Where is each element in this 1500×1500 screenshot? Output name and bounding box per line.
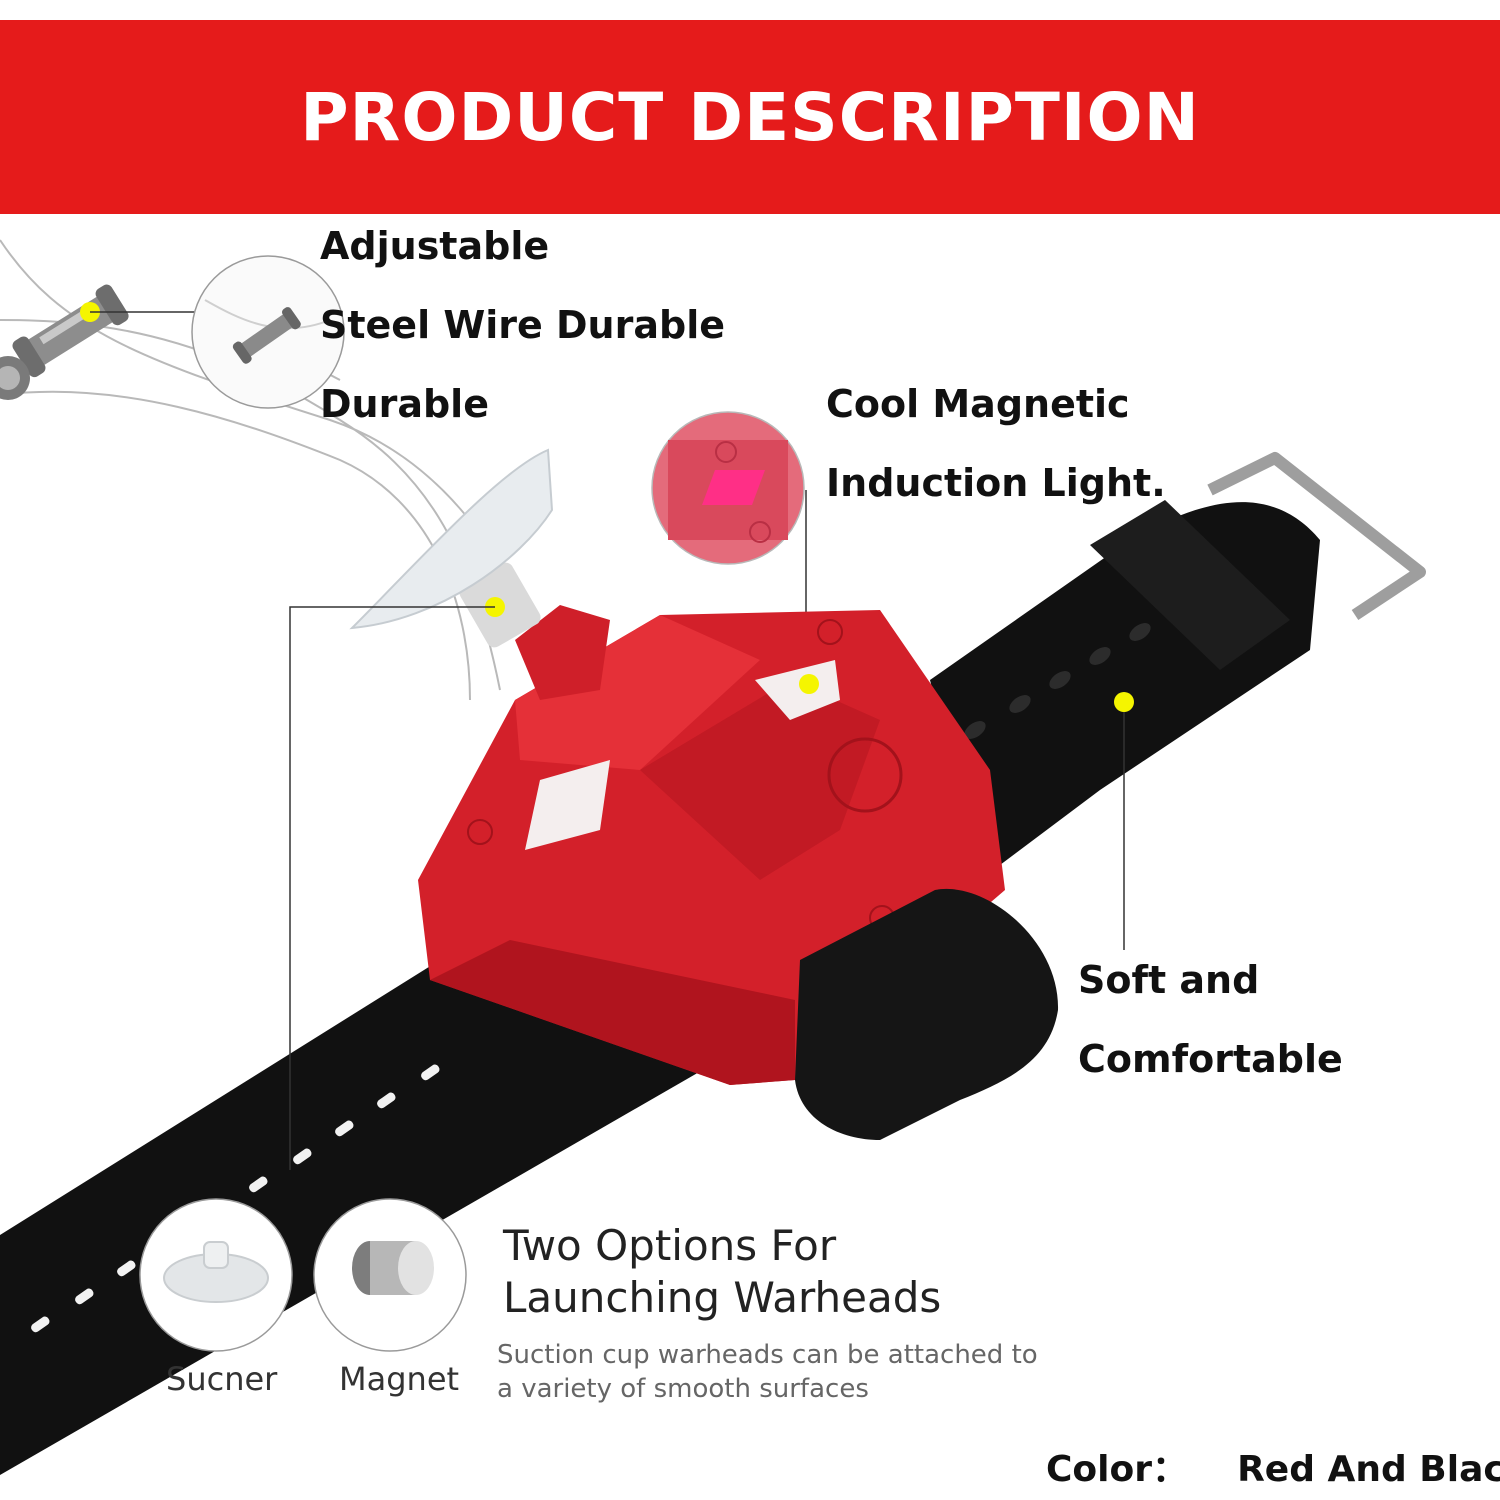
light-zoom-circle	[651, 411, 805, 565]
options-title: Two Options For Launching Warheads	[503, 1220, 941, 1324]
options-description: Suction cup warheads can be attached to …	[497, 1338, 1038, 1406]
header-banner: PRODUCT DESCRIPTION	[0, 20, 1500, 214]
wire-callout-line3: Durable	[320, 382, 489, 426]
strap-buckle	[1207, 452, 1426, 621]
strap-callout-line1: Soft and	[1078, 958, 1260, 1002]
strap-callout-line2: Comfortable	[1078, 1037, 1343, 1081]
wire-crimp-screw	[0, 284, 129, 400]
page-title: PRODUCT DESCRIPTION	[300, 78, 1200, 156]
magnet-option-label: Magnet	[339, 1360, 460, 1398]
suction-cup	[349, 448, 554, 630]
leader-line	[289, 606, 495, 1170]
launcher-battery	[795, 888, 1059, 1140]
options-title-line1: Two Options For	[503, 1221, 837, 1270]
screw-zoom-circle	[191, 255, 345, 409]
options-title-line2: Launching Warheads	[503, 1273, 942, 1322]
marker-dot	[1114, 692, 1134, 712]
light-callout-line1: Cool Magnetic	[826, 382, 1130, 426]
sucker-option-label: Sucner	[166, 1360, 278, 1398]
watch-strap-upper	[930, 500, 1320, 880]
wire-callout-line1: Adjustable	[320, 224, 550, 268]
light-callout-line2: Induction Light.	[826, 461, 1166, 505]
wire-callout-line2: Steel Wire Durable	[320, 303, 725, 347]
sucker-option-circle	[139, 1198, 293, 1352]
color-info: Color： Red And Black	[1046, 1440, 1500, 1492]
color-label: Color：	[1046, 1449, 1188, 1490]
marker-dot	[799, 674, 819, 694]
options-desc-line1: Suction cup warheads can be attached to	[497, 1340, 1038, 1370]
options-desc-line2: a variety of smooth surfaces	[497, 1374, 869, 1404]
color-value: Red And Black	[1237, 1449, 1500, 1490]
magnet-option-circle	[313, 1198, 467, 1352]
